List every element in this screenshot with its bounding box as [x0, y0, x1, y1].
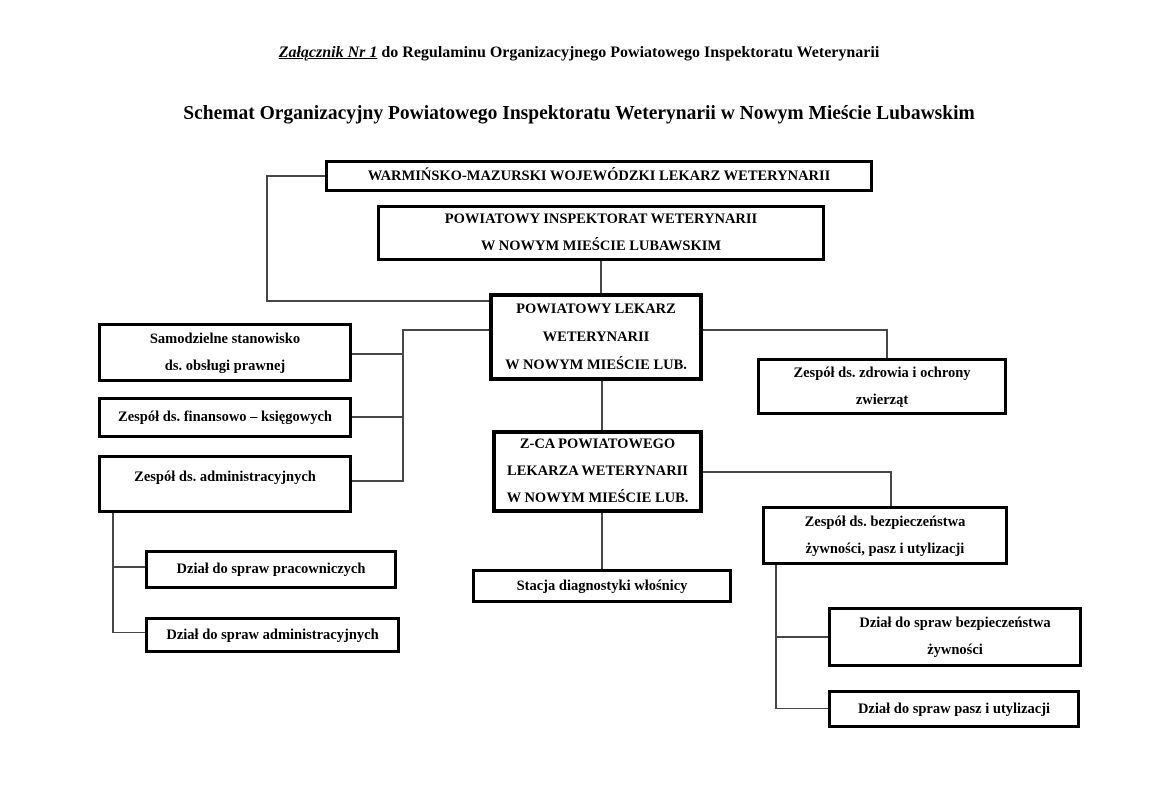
attachment-label: Załącznik Nr 1	[278, 44, 378, 61]
connector-dzial-bezpieczenstwa-branch	[775, 636, 828, 638]
page-title: Schemat Organizacyjny Powiatowego Inspek…	[183, 103, 975, 124]
box-wojewodzki-lekarz: WARMIŃSKO-MAZURSKI WOJEWÓDZKI LEKARZ WET…	[325, 160, 873, 192]
box-line: Zespół ds. zdrowia i ochrony	[793, 364, 971, 381]
box-line: ds. obsługi prawnej	[164, 357, 286, 374]
connector-administracyjnych-trunk	[112, 513, 114, 633]
connector-lekarz-right	[703, 329, 887, 331]
box-line: żywności	[927, 642, 983, 658]
connector-zca-to-stacja	[601, 513, 603, 569]
connector-wojewodzki-left	[266, 175, 325, 177]
connector-dzial-pasz-branch	[775, 707, 828, 709]
box-line: Dział do spraw pracowniczych	[176, 561, 366, 577]
box-powiatowy-inspektorat: POWIATOWY INSPEKTORAT WETERYNARII W NOWY…	[377, 205, 825, 261]
connector-administracyjnych-branch	[352, 480, 402, 482]
box-line: Samodzielne stanowisko	[149, 330, 301, 347]
box-bezpieczenstwa: Zespół ds. bezpieczeństwa żywności, pasz…	[762, 506, 1008, 565]
box-line: Dział do spraw pasz i utylizacji	[857, 700, 1051, 717]
connector-wojewodzki-down	[266, 175, 268, 301]
box-line: W NOWYM MIEŚCIE LUB.	[506, 490, 689, 506]
box-dzial-pasz-utylizacji: Dział do spraw pasz i utylizacji	[828, 690, 1080, 728]
box-dzial-administracyjnych: Dział do spraw administracyjnych	[145, 617, 400, 653]
box-line: WETERYNARII	[542, 329, 650, 345]
connector-zdrowia-down	[886, 329, 888, 358]
box-line: Zespół ds. finansowo – księgowych	[118, 409, 332, 425]
connector-bezpieczenstwa-down	[890, 471, 892, 506]
box-administracyjnych: Zespół ds. administracyjnych	[98, 455, 352, 513]
box-line: LEKARZA WETERYNARII	[507, 463, 688, 479]
connector-zca-right	[703, 471, 890, 473]
box-line: Z-CA POWIATOWEGO	[519, 436, 676, 452]
box-line: Zespół ds. bezpieczeństwa	[804, 513, 966, 530]
box-powiatowy-lekarz: POWIATOWY LEKARZ WETERYNARII W NOWYM MIE…	[489, 293, 703, 381]
connector-left-trunk	[402, 329, 404, 482]
box-dzial-pracowniczych: Dział do spraw pracowniczych	[145, 550, 397, 589]
box-stacja-diagnostyki: Stacja diagnostyki włośnicy	[472, 569, 732, 603]
box-zca-lekarza: Z-CA POWIATOWEGO LEKARZA WETERYNARII W N…	[492, 430, 703, 513]
connector-samodzielne-branch	[352, 353, 402, 355]
box-finansowo-ksiegowych: Zespół ds. finansowo – księgowych	[98, 397, 352, 438]
box-line: Dział do spraw bezpieczeństwa	[859, 615, 1051, 631]
box-line: POWIATOWY LEKARZ	[516, 301, 676, 317]
box-line: Dział do spraw administracyjnych	[166, 626, 379, 643]
attachment-header: Załącznik Nr 1 do Regulaminu Organizacyj…	[0, 44, 1158, 62]
connector-pracowniczych-branch	[112, 566, 145, 568]
connector-dzial-administracyjnych-branch	[112, 631, 145, 633]
connector-finansowo-branch	[352, 416, 402, 418]
box-samodzielne-stanowisko: Samodzielne stanowisko ds. obsługi prawn…	[98, 323, 352, 382]
box-line: Stacja diagnostyki włośnicy	[516, 577, 688, 594]
box-line: Zespół ds. administracyjnych	[134, 469, 316, 485]
box-line: żywności, pasz i utylizacji	[805, 540, 965, 557]
box-line: W NOWYM MIEŚCIE LUB.	[505, 357, 687, 373]
connector-inspektorat-to-lekarz	[600, 261, 602, 293]
box-line: POWIATOWY INSPEKTORAT WETERYNARII	[444, 211, 758, 227]
box-line: W NOWYM MIEŚCIE LUBAWSKIM	[480, 238, 722, 254]
connector-wojewodzki-to-lekarz	[266, 300, 489, 302]
connector-lekarz-to-zca	[601, 381, 603, 430]
box-line: WARMIŃSKO-MAZURSKI WOJEWÓDZKI LEKARZ WET…	[367, 167, 831, 184]
connector-left-trunk-to-lekarz	[402, 329, 489, 331]
attachment-header-rest: do Regulaminu Organizacyjnego Powiatoweg…	[377, 44, 880, 61]
box-dzial-bezpieczenstwa-zywnosci: Dział do spraw bezpieczeństwa żywności	[828, 607, 1082, 667]
box-line: zwierząt	[855, 391, 909, 408]
box-zdrowia-ochrony: Zespół ds. zdrowia i ochrony zwierząt	[757, 358, 1007, 415]
